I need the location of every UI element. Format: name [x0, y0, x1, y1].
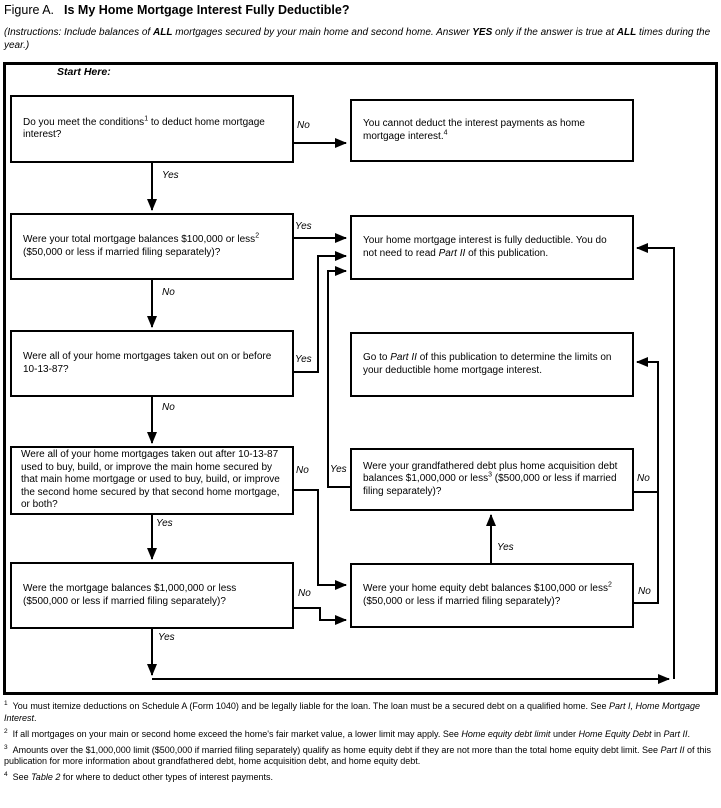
box-cannot-deduct: You cannot deduct the interest payments … [350, 99, 634, 162]
box-go-to-part-ii: Go to Part II of this publication to det… [350, 332, 634, 397]
label-l3-no: No [162, 402, 175, 413]
box-q-total-balances-100k: Were your total mortgage balances $100,0… [10, 213, 294, 280]
label-l5-yes: Yes [158, 632, 175, 643]
box-text: Were your total mortgage balances $100,0… [23, 232, 260, 258]
box-text: You cannot deduct the interest payments … [363, 118, 585, 142]
figure-title-main: Is My Home Mortgage Interest Fully Deduc… [64, 3, 350, 17]
label-l4-no: No [296, 465, 309, 476]
instructions-part: mortgages secured by your main home and … [172, 27, 473, 38]
instructions-emphasis: YES [472, 27, 493, 38]
box-q-home-equity-100k: Were your home equity debt balances $100… [350, 563, 634, 628]
instructions-emphasis: ALL [152, 27, 173, 38]
figure-title-prefix: Figure A. [4, 3, 55, 17]
box-text: Were your home equity debt balances $100… [363, 581, 612, 607]
box-q-mortgage-balances-1m: Were the mortgage balances $1,000,000 or… [10, 562, 294, 629]
box-text: Were the mortgage balances $1,000,000 or… [23, 583, 237, 607]
instructions-text: (Instructions: Include balances of ALL m… [4, 27, 716, 52]
label-r5-yes: Yes [497, 542, 514, 553]
box-text: Were all of your home mortgages taken ou… [21, 449, 280, 511]
instructions-part: times during the year.) [4, 27, 711, 51]
label-l2-yes: Yes [295, 221, 312, 232]
instructions-part: (Instructions: Include balances of [4, 27, 153, 38]
label-r4-no: No [637, 473, 650, 484]
label-r5-no: No [638, 586, 651, 597]
box-q-grandfathered: Were your grandfathered debt plus home a… [350, 448, 634, 511]
label-l3-yes: Yes [295, 354, 312, 365]
label-l2-no: No [162, 287, 175, 298]
box-text: Do you meet the conditions1 to deduct ho… [23, 115, 265, 140]
start-here-label: Start Here: [57, 66, 111, 78]
box-text: Were all of your home mortgages taken ou… [23, 351, 272, 375]
label-l4-yes: Yes [156, 518, 173, 529]
label-l5-no: No [298, 588, 311, 599]
box-q-before-10-13-87: Were all of your home mortgages taken ou… [10, 330, 294, 397]
box-q-conditions: Do you meet the conditions1 to deduct ho… [10, 95, 294, 163]
box-text: Go to Part II of this publication to det… [363, 352, 612, 376]
box-q-after-10-13-87: Were all of your home mortgages taken ou… [10, 446, 294, 515]
instructions-part: only if the answer is true at [492, 27, 617, 38]
label-r4-yes: Yes [330, 464, 347, 475]
figure-title: Figure A. Is My Home Mortgage Interest Fu… [4, 3, 350, 17]
label-l1-no: No [297, 120, 310, 131]
box-text: Your home mortgage interest is fully ded… [363, 235, 607, 259]
box-fully-deductible: Your home mortgage interest is fully ded… [350, 215, 634, 280]
label-l1-yes: Yes [162, 170, 179, 181]
box-text: Were your grandfathered debt plus home a… [363, 460, 618, 497]
instructions-emphasis: ALL [616, 27, 637, 38]
